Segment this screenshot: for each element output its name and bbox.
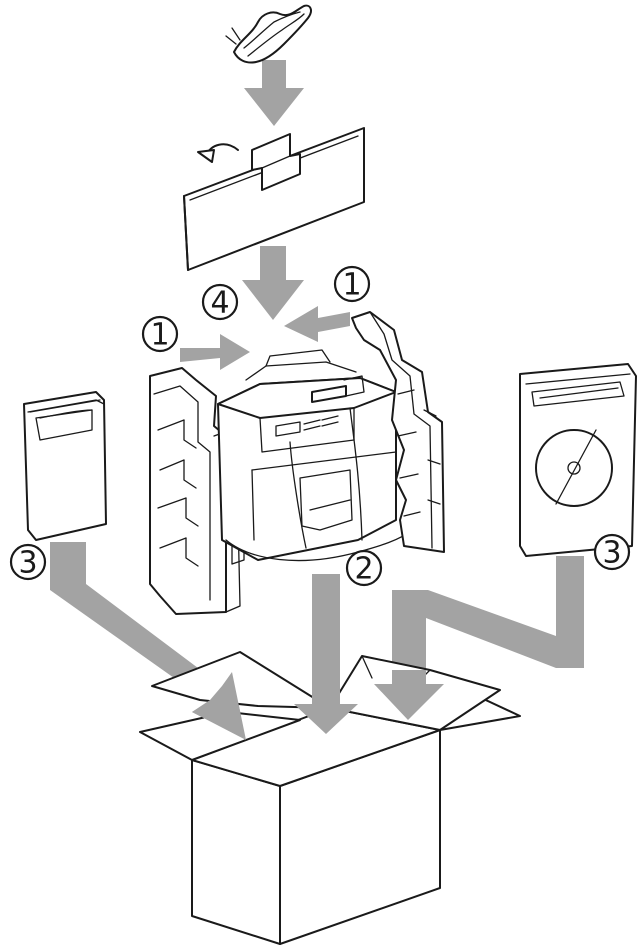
fax-machine	[217, 349, 413, 562]
power-cord	[225, 4, 312, 64]
step-number: 2	[354, 552, 373, 587]
step-marker-flap-box: 4	[201, 283, 239, 321]
arrow-machine-to-box	[294, 574, 358, 734]
arrow-foam-right-in	[284, 306, 350, 342]
bag-left	[23, 391, 107, 541]
step-marker-machine: 2	[345, 549, 383, 587]
flap-insert	[183, 127, 365, 271]
step-marker-bag-right: 3	[593, 533, 631, 571]
arrow-flap-down	[242, 246, 304, 320]
arrow-foam-left-in	[180, 334, 250, 370]
arrow-heads-over-box	[192, 670, 444, 740]
step-number: 1	[342, 268, 361, 303]
bag-right	[519, 363, 637, 557]
arrow-bag-right-to-box	[374, 556, 584, 720]
step-number: 4	[210, 286, 229, 321]
foam-right	[351, 311, 445, 553]
shipping-box	[139, 651, 521, 945]
arrow-cord-down	[244, 60, 304, 126]
step-number: 3	[602, 536, 621, 571]
step-number: 1	[150, 318, 169, 353]
step-number: 3	[18, 546, 37, 581]
step-marker-bag-left: 3	[9, 543, 47, 581]
step-marker-foam-left: 1	[141, 315, 179, 353]
step-marker-foam-right: 1	[333, 265, 371, 303]
